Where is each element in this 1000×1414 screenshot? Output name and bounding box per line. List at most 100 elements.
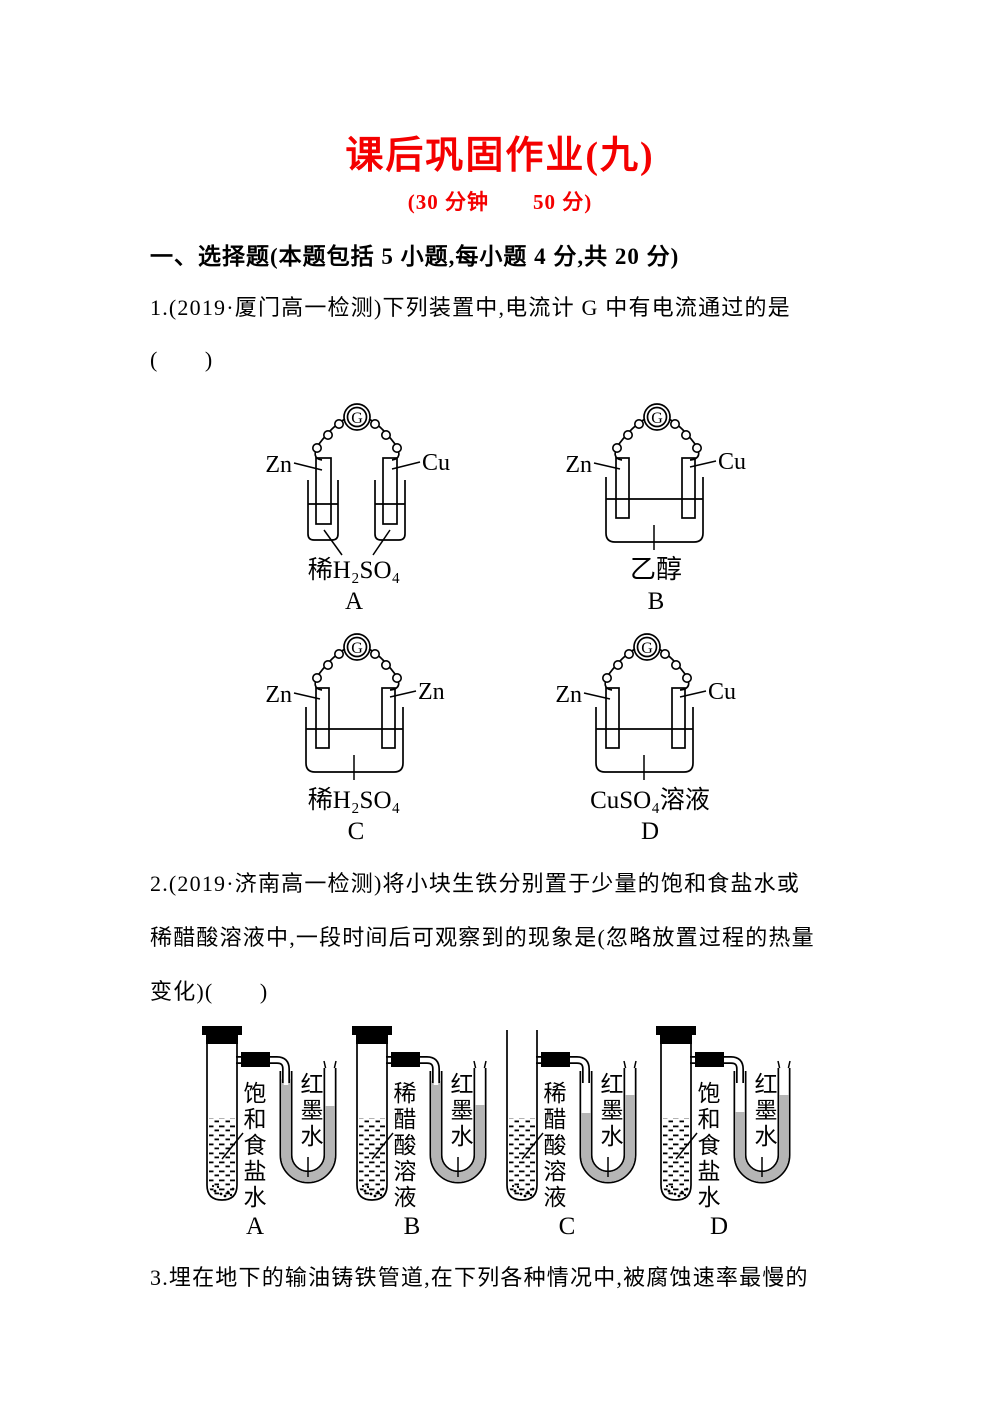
ink-label: 红墨水 <box>297 1072 322 1150</box>
wire-coil-icon <box>612 442 623 453</box>
wire-coil-icon <box>370 418 381 429</box>
wire-coil-icon <box>682 672 693 683</box>
solution-pointer-line <box>371 1132 394 1160</box>
electrode-right-label: Cu <box>422 450 450 476</box>
wire-coil-icon <box>370 648 381 659</box>
solution-label: 饱和食盐水 <box>694 1081 719 1211</box>
q1-diagram-b: G Zn Cu 乙醇 B <box>540 392 810 632</box>
q1-diagram-a: G Zn Cu 稀H₂SO₄ A <box>240 392 510 632</box>
pointer-line <box>389 690 417 698</box>
u-tube-rim <box>777 1060 781 1069</box>
u-tube-rim <box>473 1060 477 1069</box>
option-letter: B <box>403 1213 421 1240</box>
galvanometer-label: G <box>641 640 653 657</box>
connecting-tube-bore <box>687 1057 743 1085</box>
tube-connector-stopper <box>391 1052 420 1067</box>
q3-text: 3.埋在地下的输油铸铁管道,在下列各种情况中,被腐蚀速率最慢的 <box>150 1265 809 1290</box>
electrode-left-label: Zn <box>565 452 592 478</box>
electrode-left <box>605 687 620 749</box>
u-tube-rim <box>633 1060 637 1069</box>
pointer-line <box>293 692 321 700</box>
time-score-subtitle: (30 分钟 50 分) <box>407 190 593 214</box>
q1-diagram-d: G Zn Cu CuSO₄溶液 D <box>530 622 800 862</box>
electrode-right <box>671 687 686 749</box>
q1-text: 1.(2019·厦门高一检测)下列装置中,电流计 G 中有电流通过的是 <box>150 295 791 320</box>
galvanometer-icon <box>633 633 661 661</box>
option-letter: C <box>558 1213 576 1240</box>
pointer-line <box>689 460 717 468</box>
wire-coil-icon <box>381 659 392 670</box>
iron-pieces <box>361 1184 385 1198</box>
iron-pieces <box>211 1184 235 1198</box>
test-tube <box>506 1030 538 1201</box>
u-tube-rim <box>323 1060 327 1069</box>
solution-in-tube <box>509 1118 535 1197</box>
u-tube-rim <box>333 1060 337 1069</box>
page-title: 课后巩固作业(九) <box>345 135 655 177</box>
electrode-left-label: Zn <box>555 682 582 708</box>
option-letter: D <box>641 818 659 845</box>
q2-text-line2: 稀醋酸溶液中,一段时间后可观察到的现象是(忽略放置过程的热量 <box>150 925 815 950</box>
wire-coil-icon <box>670 418 681 429</box>
option-letter: C <box>348 818 365 845</box>
solution-label: 稀醋酸溶液 <box>390 1081 415 1211</box>
galvanometer-inner-ring <box>346 636 368 658</box>
wire-coil-icon <box>392 442 403 453</box>
iron-pieces <box>665 1184 689 1198</box>
pointer-line <box>583 692 611 700</box>
u-tube-rim <box>623 1060 627 1069</box>
solution-in-tube <box>359 1118 385 1197</box>
solution-in-tube <box>209 1118 235 1197</box>
beaker-left <box>307 480 339 541</box>
connecting-tube-bore <box>383 1057 439 1085</box>
pointer-line <box>293 462 323 471</box>
pointer-line <box>593 462 621 470</box>
pointer-line <box>372 529 391 556</box>
electrode-left <box>615 457 630 519</box>
solution-in-tube <box>663 1118 689 1197</box>
galvanometer-label: G <box>351 640 363 657</box>
galvanometer-label: G <box>651 410 663 427</box>
test-tube <box>356 1036 388 1201</box>
wire-coil-icon <box>613 659 624 670</box>
electrode-left <box>315 687 330 749</box>
rubber-stopper <box>356 1035 388 1044</box>
solution-label: 稀H₂SO₄ <box>308 786 400 814</box>
wire-coil-icon <box>660 648 671 659</box>
q1-answer-blank: ( ) <box>150 347 214 372</box>
option-letter: B <box>648 588 665 615</box>
solution-label: 饱和食盐水 <box>240 1081 265 1211</box>
electrode-right <box>382 457 398 525</box>
ink-label: 红墨水 <box>597 1072 622 1150</box>
solution-label: CuSO₄溶液 <box>590 786 710 814</box>
electrode-right-label: Cu <box>708 679 736 705</box>
q2-setup-a: 饱和食盐水 红墨水 A <box>197 1025 357 1252</box>
q2-text-line1: 2.(2019·济南高一检测)将小块生铁分别置于少量的饱和食盐水或 <box>150 871 801 896</box>
q2-setup-c: 稀醋酸溶液 红墨水 C <box>497 1025 657 1252</box>
electrode-right <box>381 687 396 749</box>
solution-label: 乙醇 <box>630 555 682 584</box>
q2-text-line3: 变化)( ) <box>150 979 269 1004</box>
q2-setup-b: 稀醋酸溶液 红墨水 B <box>347 1025 507 1252</box>
wire-coil-icon <box>692 442 703 453</box>
wire-coil-icon <box>624 648 635 659</box>
tube-connector-stopper <box>241 1052 270 1067</box>
rubber-stopper <box>660 1035 692 1044</box>
galvanometer-inner-ring <box>646 406 668 428</box>
wire-coil-icon <box>634 418 645 429</box>
solution-label: 稀H₂SO₄ <box>308 556 400 584</box>
wire-coil-icon <box>681 429 692 440</box>
solution-pointer-line <box>675 1132 698 1160</box>
galvanometer-icon <box>343 633 371 661</box>
option-letter: D <box>709 1213 729 1240</box>
ink-label: 红墨水 <box>447 1072 472 1150</box>
rubber-stopper <box>352 1026 392 1035</box>
galvanometer-inner-ring <box>636 636 658 658</box>
pointer-line <box>679 690 707 698</box>
wire-coil-icon <box>323 659 334 670</box>
connecting-tube-bore <box>233 1057 289 1085</box>
electrode-left <box>315 457 332 525</box>
rubber-stopper <box>656 1026 696 1035</box>
electrode-right <box>681 457 696 519</box>
